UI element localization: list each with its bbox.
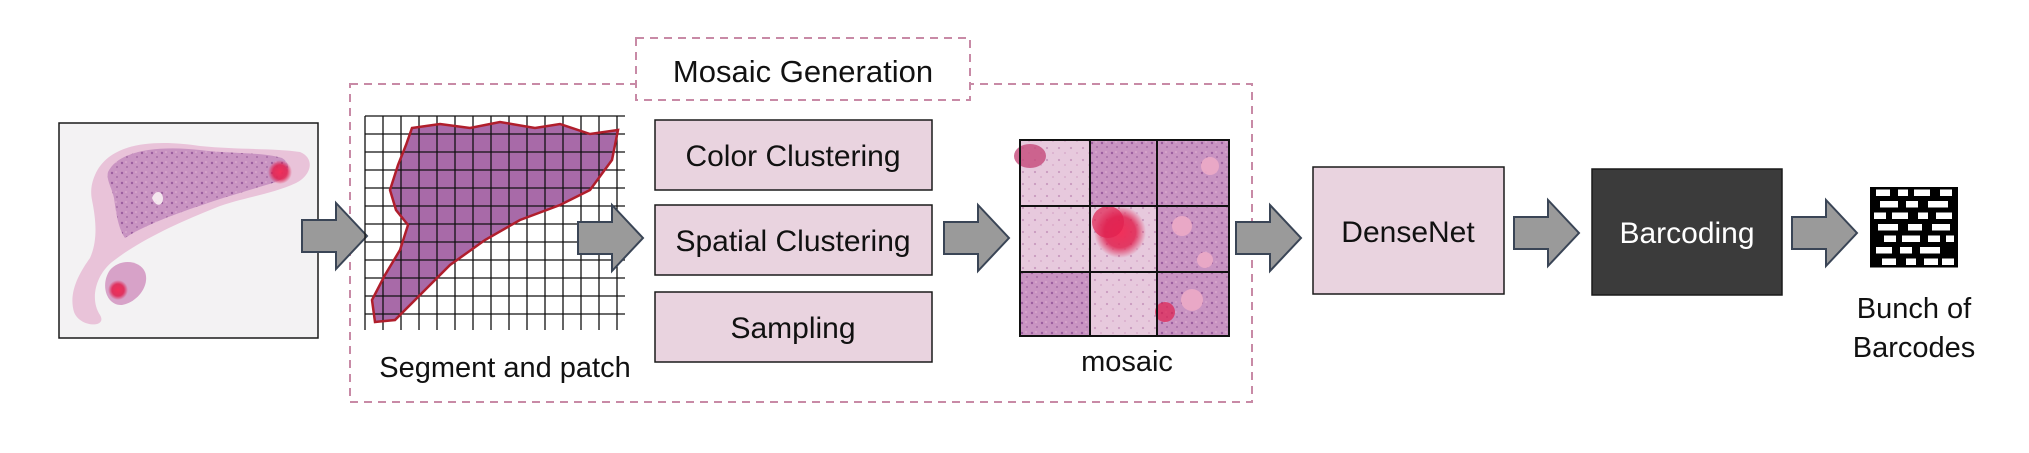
step-label: Color Clustering <box>685 140 900 173</box>
barcode-bit <box>1946 235 1954 242</box>
mosaic-caption: mosaic <box>1081 346 1173 378</box>
group-title-box <box>635 37 971 101</box>
barcode-bit <box>1882 258 1896 265</box>
mosaic-tile <box>1090 140 1157 206</box>
barcode-bit <box>1908 224 1922 231</box>
barcodes-icon <box>1870 187 1958 268</box>
arrow-5 <box>1513 197 1581 269</box>
barcode-bit <box>1928 235 1940 242</box>
step-spatial-clustering: Spatial Clustering <box>654 204 933 276</box>
group-title: Mosaic Generation <box>673 54 933 89</box>
barcode-bit <box>1880 201 1898 208</box>
barcode-bit <box>1906 258 1916 265</box>
barcode-bit <box>1920 247 1940 254</box>
mosaic-tile <box>1020 272 1090 336</box>
step-label: Spatial Clustering <box>675 225 910 258</box>
barcode-bit <box>1924 258 1938 265</box>
barcode-bit <box>1918 212 1928 219</box>
step-label: Sampling <box>730 312 855 345</box>
barcode-bit <box>1902 235 1920 242</box>
barcode-bit <box>1884 235 1896 242</box>
arrow-4 <box>1235 202 1303 274</box>
barcoding-box: Barcoding <box>1591 168 1783 296</box>
mosaic-tile <box>1157 140 1229 206</box>
mosaic-tile <box>1020 206 1090 272</box>
segment-caption: Segment and patch <box>379 352 631 384</box>
arrow-2 <box>577 202 645 274</box>
step-sampling: Sampling <box>654 291 933 363</box>
barcode-bit <box>1898 189 1908 196</box>
barcode-bit <box>1876 189 1890 196</box>
barcode-bit <box>1876 247 1892 254</box>
barcode-bit <box>1914 189 1930 196</box>
densenet-label: DenseNet <box>1341 216 1475 249</box>
densenet-box: DenseNet <box>1312 166 1505 295</box>
barcode-bit <box>1928 201 1948 208</box>
barcoding-label: Barcoding <box>1619 217 1754 250</box>
arrow-3 <box>943 202 1011 274</box>
barcode-bit <box>1940 189 1952 196</box>
arrow-6 <box>1791 197 1859 269</box>
barcode-bit <box>1900 247 1912 254</box>
step-color-clustering: Color Clustering <box>654 119 933 191</box>
arrow-1 <box>301 200 369 272</box>
barcode-bit <box>1878 224 1898 231</box>
barcodes-caption-line2: Barcodes <box>1853 332 1976 364</box>
mosaic-tile <box>1157 206 1229 272</box>
barcode-bit <box>1906 201 1918 208</box>
mosaic-tile <box>1090 272 1157 336</box>
barcode-bit <box>1936 212 1952 219</box>
barcode-bit <box>1874 212 1886 219</box>
tissue-grid-icon <box>364 115 625 330</box>
barcode-bit <box>1932 224 1950 231</box>
barcode-bit <box>1892 212 1908 219</box>
barcode-bit <box>1942 258 1954 265</box>
slide-thumbnail <box>58 122 319 339</box>
barcodes-caption-line1: Bunch of <box>1857 293 1972 325</box>
mosaic-grid <box>1014 139 1230 337</box>
